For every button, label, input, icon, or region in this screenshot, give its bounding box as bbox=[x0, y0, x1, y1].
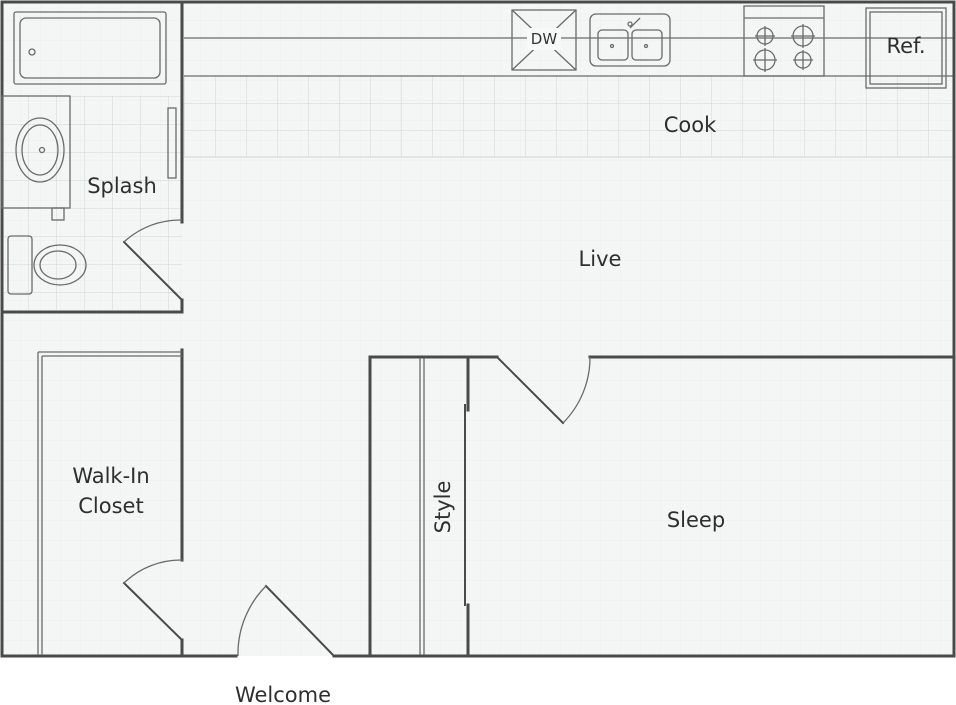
toilet bbox=[7, 235, 87, 295]
room-label-walk-in: Walk-In bbox=[72, 464, 149, 488]
room-label-closet: Closet bbox=[78, 494, 143, 518]
room-label-welcome: Welcome bbox=[235, 683, 331, 705]
bathroom-door[interactable] bbox=[122, 219, 184, 302]
closet-door[interactable] bbox=[122, 559, 184, 642]
room-label-sleep: Sleep bbox=[667, 508, 725, 532]
room-label-splash: Splash bbox=[87, 174, 157, 198]
stove bbox=[743, 5, 825, 77]
kitchen-tile-floor bbox=[184, 76, 954, 157]
towel-bar bbox=[167, 107, 177, 179]
room-label-live: Live bbox=[579, 247, 622, 271]
refrigerator: Ref. bbox=[865, 7, 947, 89]
dishwasher-label: DW bbox=[531, 30, 558, 48]
bedroom-door[interactable] bbox=[495, 355, 591, 425]
bath-tile-floor bbox=[2, 96, 182, 310]
bathroom-sink bbox=[1, 95, 71, 221]
room-label-cook: Cook bbox=[664, 113, 717, 137]
interior-walls bbox=[0, 0, 956, 658]
bathtub bbox=[13, 11, 167, 85]
refrigerator-label: Ref. bbox=[886, 34, 925, 58]
entry-door[interactable] bbox=[237, 584, 336, 658]
kitchen-sink bbox=[589, 13, 671, 67]
room-label-style: Style bbox=[431, 481, 455, 534]
dishwasher: DW bbox=[511, 9, 577, 71]
